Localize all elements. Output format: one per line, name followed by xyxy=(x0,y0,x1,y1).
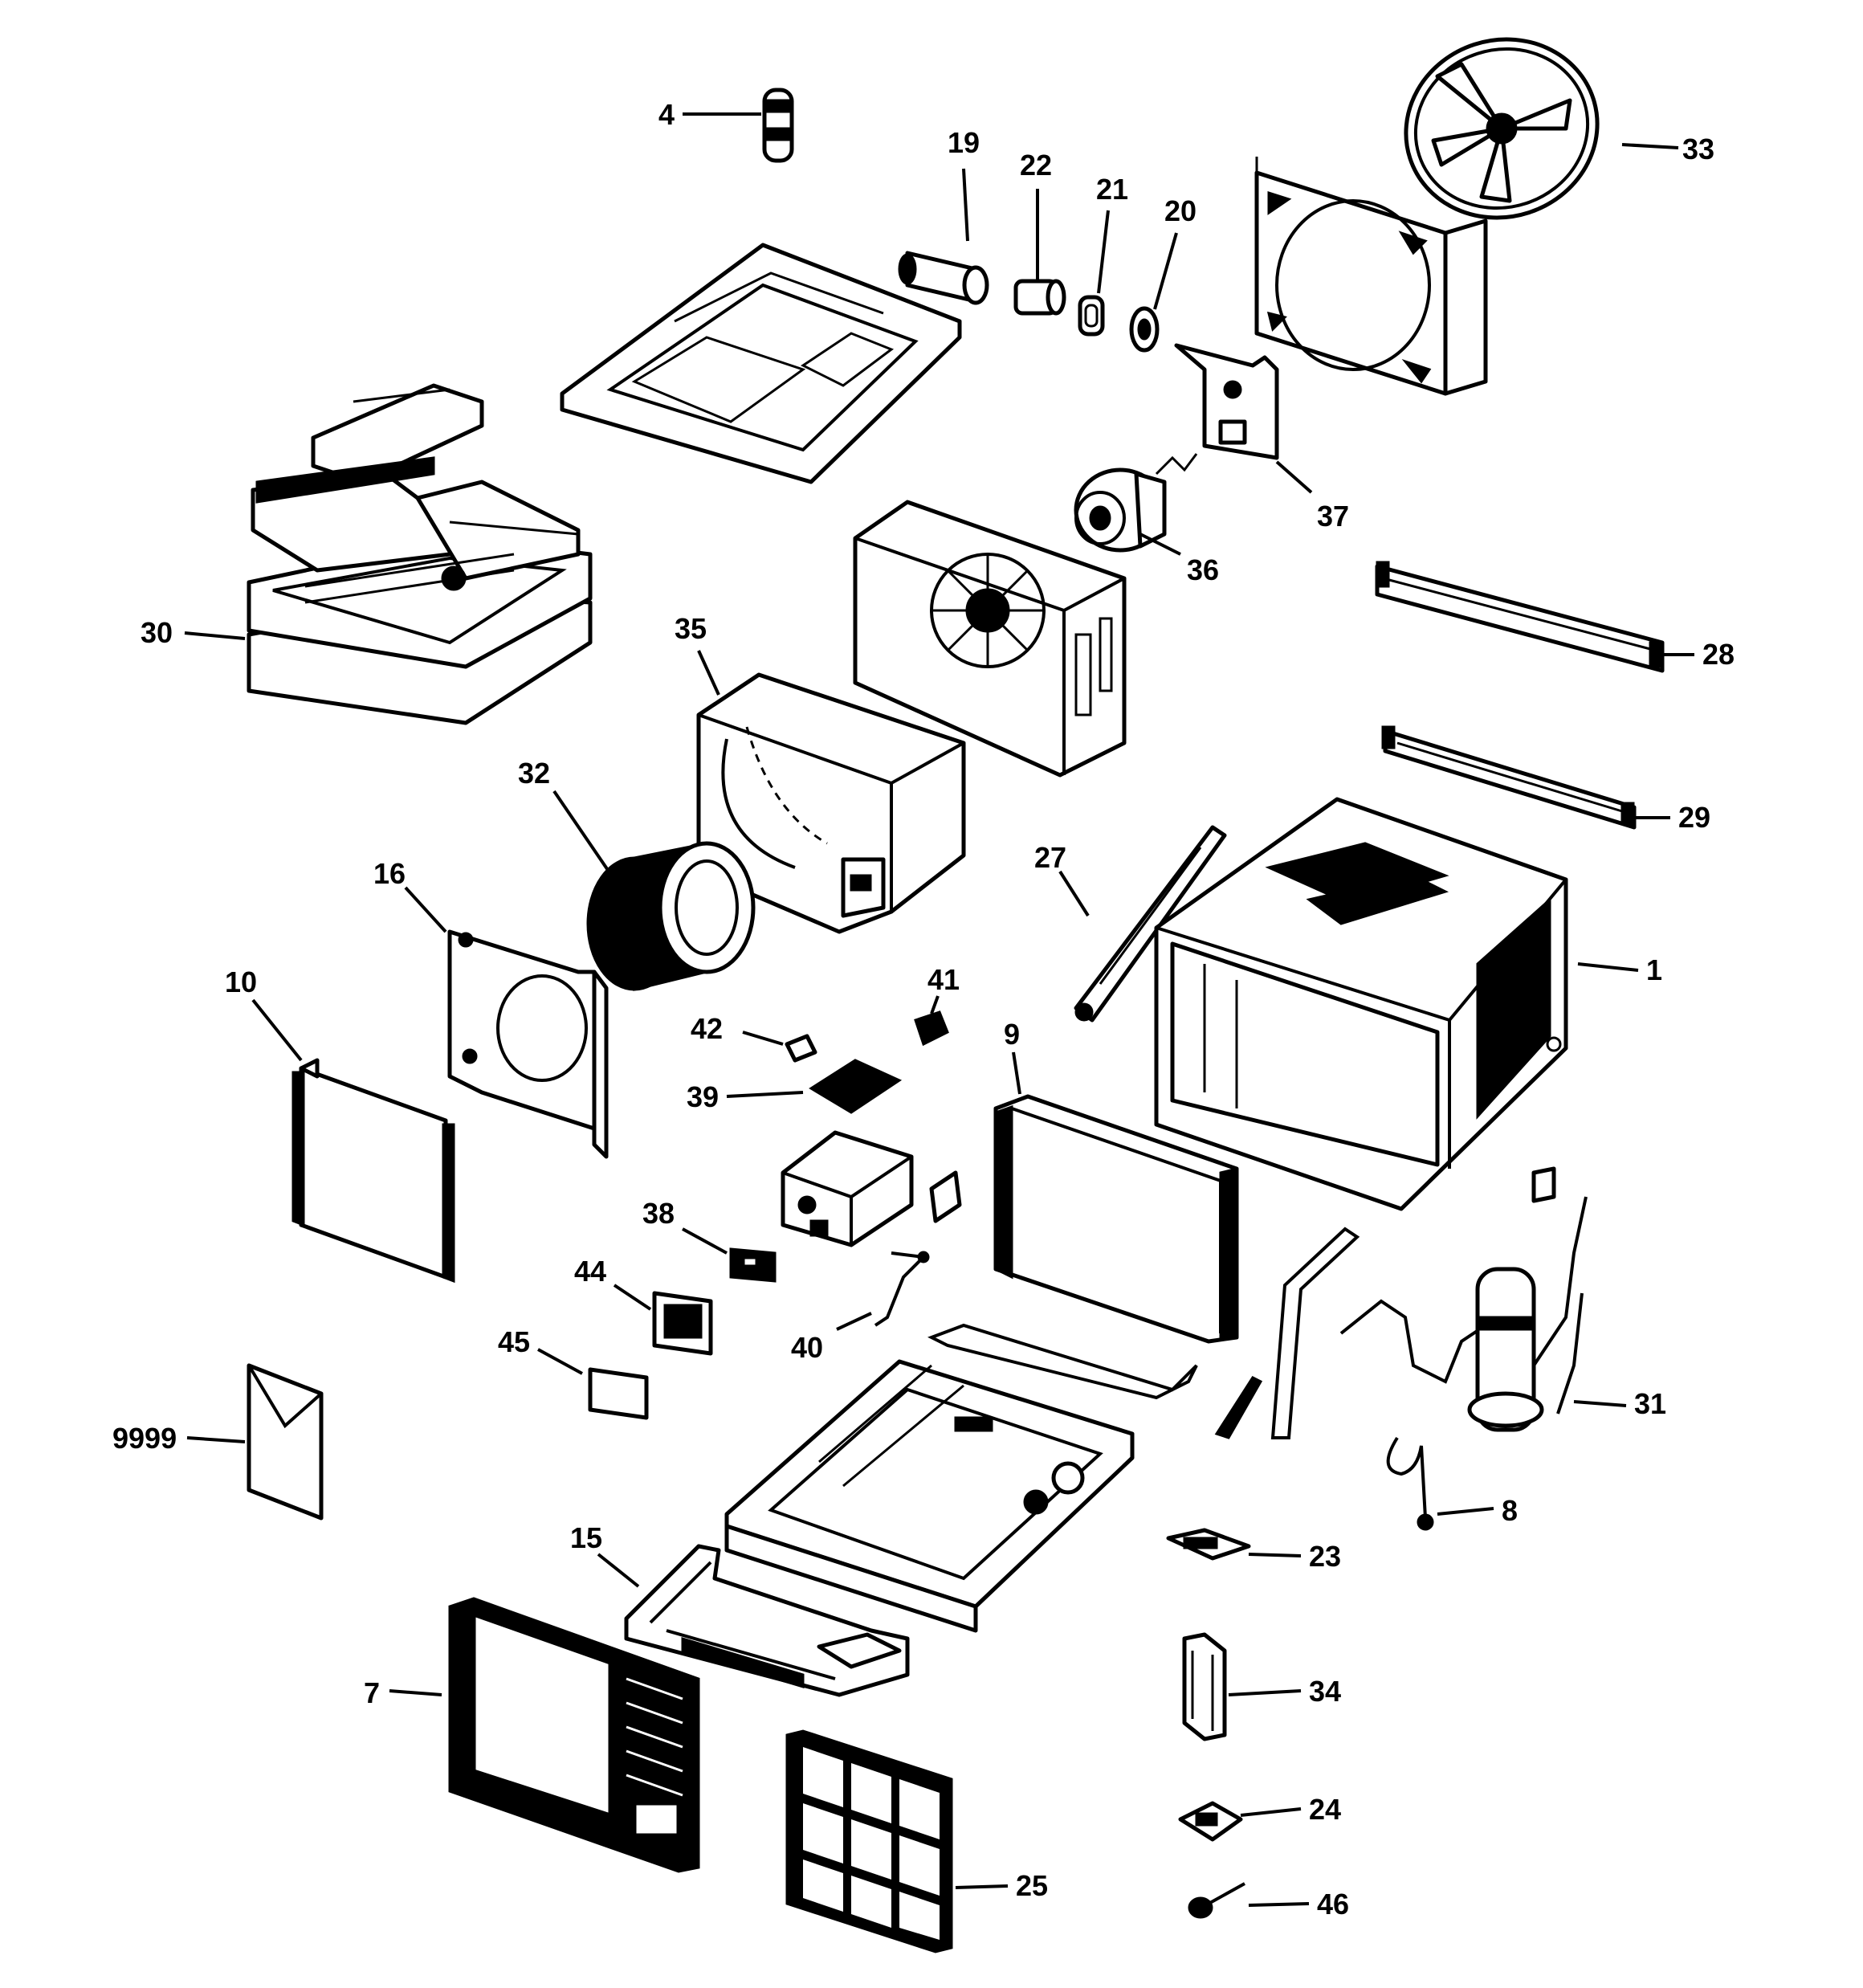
part-16-scroll-plate xyxy=(447,929,609,1159)
callout-20: 20 xyxy=(1164,194,1196,227)
small-plate xyxy=(929,1170,962,1223)
callout-25: 25 xyxy=(1016,1869,1048,1902)
top-panel xyxy=(560,243,962,484)
part-29-rail xyxy=(1381,725,1637,830)
callout-29: 29 xyxy=(1678,801,1710,834)
tube-loop xyxy=(927,1323,1198,1400)
callout-15: 15 xyxy=(570,1521,602,1554)
callout-37: 37 xyxy=(1317,500,1349,533)
part-7-front-grille xyxy=(448,1597,700,1873)
part-28-rail xyxy=(1375,561,1665,673)
part-33-fan-blade xyxy=(1404,37,1600,220)
part-8-sensor xyxy=(1386,1436,1434,1531)
callout-16: 16 xyxy=(373,857,406,890)
callout-38: 38 xyxy=(642,1197,675,1230)
part-36-fan-motor xyxy=(1074,453,1198,553)
part-19-bushing xyxy=(898,251,989,305)
callout-28: 28 xyxy=(1702,638,1735,671)
pipe-fitting xyxy=(1214,1376,1263,1439)
callout-9: 9 xyxy=(1004,1018,1020,1051)
part-10-evaporator-coil xyxy=(291,1058,455,1284)
part-20-clip xyxy=(1129,306,1160,353)
part-30-assembly xyxy=(247,383,593,725)
part-35-blower-housing xyxy=(696,672,966,934)
callout-30: 30 xyxy=(141,616,173,649)
callout-32: 32 xyxy=(518,757,550,790)
callout-7: 7 xyxy=(364,1676,380,1709)
part-46-fitting xyxy=(1188,1882,1245,1919)
callout-9999: 9999 xyxy=(112,1422,177,1455)
callout-22: 22 xyxy=(1020,149,1052,182)
callout-44: 44 xyxy=(574,1255,606,1288)
leader-lines xyxy=(184,112,1694,1907)
part-4-capacitor xyxy=(762,88,794,163)
callout-42: 42 xyxy=(691,1012,723,1045)
callout-19: 19 xyxy=(948,126,980,159)
callout-36: 36 xyxy=(1187,553,1219,586)
callout-39: 39 xyxy=(687,1080,719,1113)
part-38-board xyxy=(729,1247,777,1283)
part-34-bracket xyxy=(1182,1632,1227,1741)
callout-33: 33 xyxy=(1682,133,1714,165)
callout-4: 4 xyxy=(658,98,675,131)
part-32-blower-wheel xyxy=(586,841,756,991)
part-27-bracket xyxy=(1074,825,1227,1023)
callout-41: 41 xyxy=(927,963,960,996)
fan-shroud xyxy=(1254,157,1488,396)
callout-21: 21 xyxy=(1096,173,1128,206)
callout-labels: 4 19 22 21 20 33 37 36 28 30 35 29 32 27… xyxy=(112,98,1735,1921)
part-40-wire xyxy=(874,1251,930,1327)
callout-46: 46 xyxy=(1317,1888,1349,1921)
part-37-bracket xyxy=(1174,343,1279,460)
callout-35: 35 xyxy=(675,612,707,645)
base-pan xyxy=(724,1359,1135,1633)
part-42-clip xyxy=(785,1034,817,1063)
motor-mount-frame xyxy=(853,500,1127,778)
callout-34: 34 xyxy=(1309,1675,1341,1708)
callout-31: 31 xyxy=(1634,1387,1666,1420)
part-9999-manual xyxy=(247,1363,324,1521)
part-31-compressor xyxy=(1270,1166,1588,1439)
callout-24: 24 xyxy=(1309,1793,1341,1826)
callout-10: 10 xyxy=(225,965,257,998)
callout-45: 45 xyxy=(498,1325,530,1358)
callout-40: 40 xyxy=(791,1331,823,1364)
part-41-knob xyxy=(914,1010,949,1047)
part-39-keypad xyxy=(809,1059,903,1114)
part-24-plate xyxy=(1178,1801,1243,1842)
part-1-cabinet xyxy=(1154,797,1568,1211)
part-23-block xyxy=(1166,1528,1251,1561)
callout-27: 27 xyxy=(1034,841,1066,874)
control-box xyxy=(781,1130,914,1247)
part-15-front-frame xyxy=(624,1544,910,1697)
callout-1: 1 xyxy=(1646,953,1662,986)
part-45-label xyxy=(588,1367,649,1420)
part-21-washer xyxy=(1078,295,1105,337)
part-25-filter xyxy=(785,1729,953,1953)
callout-23: 23 xyxy=(1309,1540,1341,1573)
part-9-condenser-coil xyxy=(993,1094,1239,1344)
callout-8: 8 xyxy=(1502,1494,1518,1527)
part-44-display-board xyxy=(652,1291,713,1356)
part-22-bearing xyxy=(1013,279,1066,316)
